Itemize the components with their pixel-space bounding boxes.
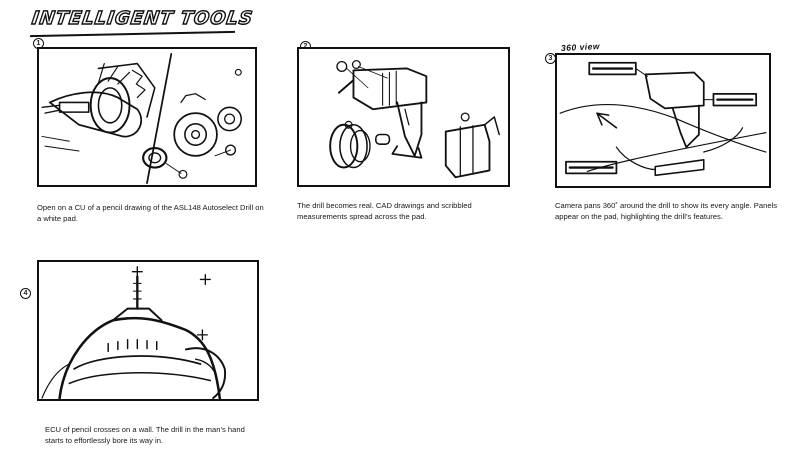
panel-1-frame [37,47,257,187]
sheet-title: INTELLIGENT TOOLS [30,7,255,29]
panel-1-sketch [41,52,243,184]
panel-3-frame [555,53,771,188]
panel-4-frame [37,260,259,401]
title-underline [30,30,235,38]
panel-3-sketch [559,61,767,177]
panel-2-caption: The drill becomes real. CAD drawings and… [297,201,472,221]
panel-2-sketch [329,60,500,179]
panel-2-frame [297,47,510,187]
panel-4-caption: ECU of pencil crosses on a wall. The dri… [45,425,245,445]
panel-4-sketch [41,266,227,399]
panel-4-number: 4 [20,288,31,299]
panel-1-caption: Open on a CU of a pencil drawing of the … [37,203,264,223]
panel-3-caption: Camera pans 360˚ around the drill to sho… [555,201,778,221]
panel-3-label: 360 view [560,40,601,54]
